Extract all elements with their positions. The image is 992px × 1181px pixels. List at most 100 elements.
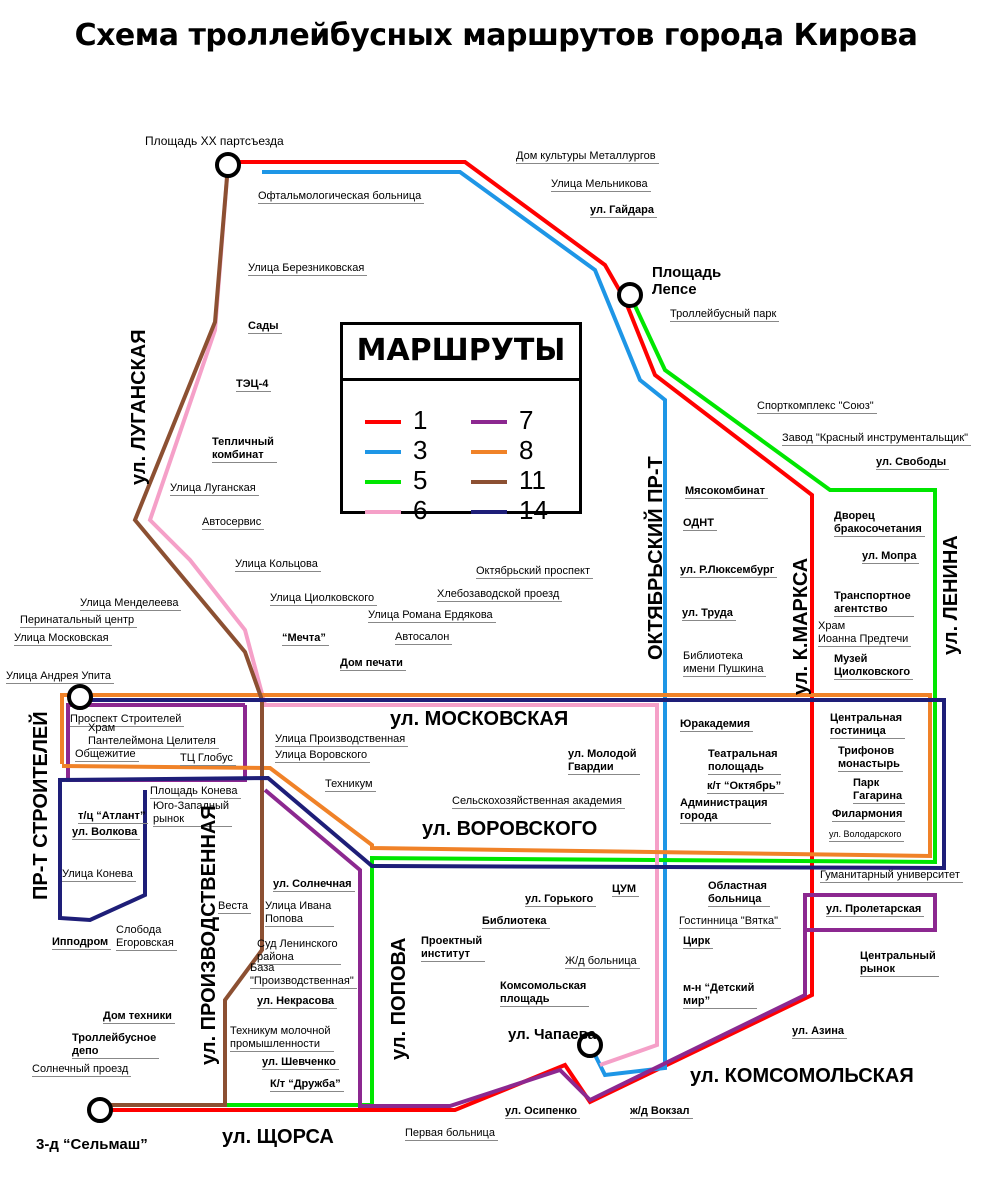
stop-label: Юго-Западный рынок [153,800,233,827]
stop-label: Техникум [325,778,376,792]
legend-route-number: 5 [413,465,428,495]
stop-label: Цирк [683,935,714,949]
stop-label: ОДНТ [683,517,717,531]
stop-label: Солнечный проезд [32,1063,132,1077]
stop-label: Улица Андрея Упита [6,670,114,684]
street-name: ул. ЛЕНИНА [940,535,962,655]
stop-label: Библиотека [482,915,550,929]
stop-label: Улица Мельникова [551,178,651,192]
route-6-line [147,164,659,1067]
street-name: ул. ПРОИЗВОДСТВЕННАЯ [198,805,220,1065]
street-name: ПР-Т СТРОИТЕЛЕЙ [30,711,52,900]
stop-label: Улица Воровского [275,749,371,763]
stop-label: Завод "Красный инструментальщик" [782,432,972,446]
stop-label: Техникум молочной промышленности [230,1025,334,1052]
stop-label: Дворец бракосочетания [834,510,925,537]
route-14-line [58,698,946,923]
stop-label: ЦУМ [612,883,640,897]
stop-label: Тепличный комбинат [212,436,277,463]
stop-label: Улица Ивана Попова [265,900,335,927]
stop-label: Автосервис [202,516,265,530]
stop-label: ул. Пролетарская [826,903,925,917]
legend-title: МАРШРУТЫ [356,333,566,368]
stop-label: Сельскохозяйственная академия [452,795,625,809]
stop-label: Музей Циолковского [834,653,914,680]
stop-label: ТЦ Глобус [180,752,236,766]
street-name: ул. ПОПОВА [388,937,410,1060]
stop-label: к/т “Октябрь” [707,780,785,794]
legend-route-number: 8 [519,435,534,465]
terminal-circle [87,1097,113,1123]
route-7-line [263,788,937,1108]
stop-label: Веста [218,900,251,914]
legend-route-14: 14 [471,497,548,523]
legend-swatch [471,420,507,425]
stop-label: Спорткомплекс "Союз" [757,400,877,414]
stop-label: Проектный институт [421,935,486,962]
route-3-line [262,170,667,1078]
stop-label: Улица Луганская [170,482,259,496]
stop-label: Улица Конева [62,868,136,882]
street-name: ул. К.МАРКСА [790,557,812,695]
stop-label: ул. Свободы [876,456,950,470]
legend-route-3: 3 [365,437,427,463]
stop-label: Проспект Строителей [70,713,185,727]
terminal-circle [215,152,241,178]
stop-label: Храм Иоанна Предтечи [818,620,912,647]
stop-label: ул. Волкова [72,826,141,840]
stop-label: База "Производственная" [250,962,357,989]
stop-label: ул. Мопра [862,550,920,564]
stop-label: Дом техники [103,1010,175,1024]
street-name: ОКТЯБРЬСКИЙ ПР-Т [645,456,667,660]
legend-swatch [365,420,401,425]
legend-swatch [365,480,401,485]
stop-label: Площадь Конева [150,785,241,799]
route-5-line [100,294,937,1107]
street-name: ул. ВОРОВСКОГО [422,818,598,840]
stop-label: ТЭЦ-4 [236,378,272,392]
stop-label: Театральная полощадь [708,748,781,775]
legend-route-number: 6 [413,495,428,525]
stop-label: ул. Молодой Гвардии [568,748,640,775]
stop-label: Юракадемия [680,718,754,732]
stop-label: ул. Горького [525,893,597,907]
stop-label: Площадь Лепсе [652,264,722,298]
stop-label: Библиотека имени Пушкина [683,650,767,677]
stop-label: т/ц “Атлант” [78,810,149,824]
stop-label: ул. Шевченко [262,1056,339,1070]
terminal-circle [67,684,93,710]
stop-label: Центральный рынок [860,950,939,977]
stop-label: Улица Романа Ердякова [368,609,496,623]
stop-label: м-н “Детский мир” [683,982,758,1009]
stop-label: Храм Пантелеймона Целителя [88,722,219,749]
stop-label: Улица Березниковская [248,262,368,276]
street-name: ул. ЩОРСА [222,1126,334,1148]
legend-route-number: 11 [519,465,546,495]
stop-label: Областная больница [708,880,770,907]
stop-label: ул. Гайдара [590,204,657,218]
stop-label: Троллейбусное депо [72,1032,160,1059]
stop-label: Гостинница "Вятка" [679,915,781,929]
stop-label: Дом культуры Металлургов [516,150,659,164]
legend-route-number: 14 [519,495,548,525]
stop-label: Транспортное агентство [834,590,914,617]
stop-label: ж/д Вокзал [630,1105,693,1119]
street-name: ул. МОСКОВСКАЯ [390,708,569,730]
legend-swatch [471,510,507,515]
stop-label: Улица Менделеева [80,597,182,611]
stop-label: Филармония [832,808,906,822]
stop-label: ул. Володарского [829,828,905,842]
stop-label: Дом печати [340,657,406,671]
stop-label: “Мечта” [282,632,329,646]
stop-label: Комсомольская площадь [500,980,590,1007]
map-title: Схема троллейбусных маршрутов города Кир… [74,18,918,53]
stop-label: ул. Солнечная [273,878,355,892]
stop-label: ул. Р.Люксембург [680,564,778,578]
stop-label: Улица Кольцова [235,558,321,572]
stop-label: Парк Гагарина [853,777,906,804]
stop-label: Улица Циолковского [270,592,378,606]
stop-label: Улица Московская [14,632,112,646]
stop-label: ул. Азина [792,1025,848,1039]
